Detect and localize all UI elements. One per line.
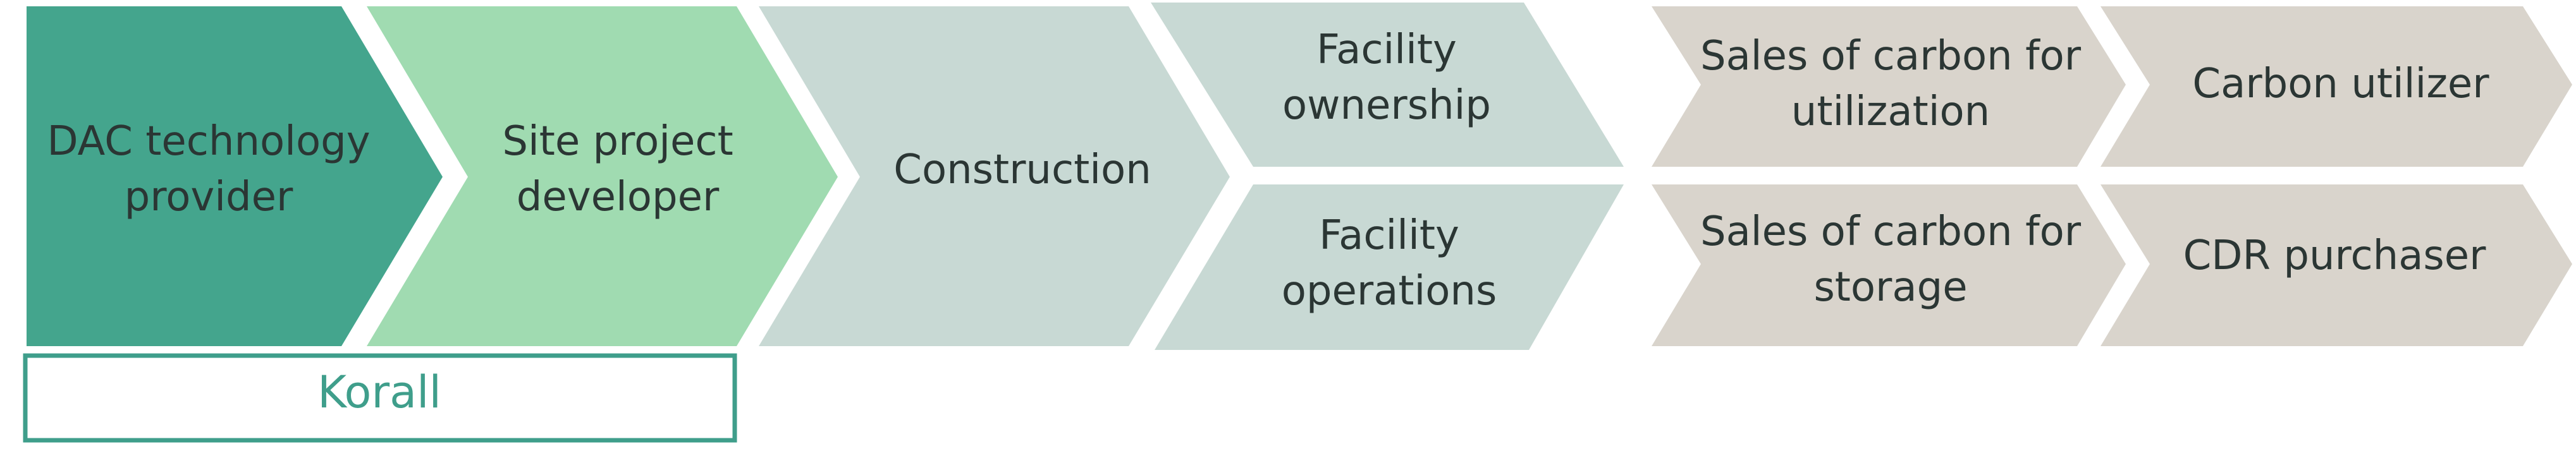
step-facility-ownership: Facility ownership: [1151, 3, 1624, 167]
dac-chevron: [27, 6, 443, 346]
sales-utilization-chevron: [1652, 6, 2126, 167]
korall-bracket: Korall: [23, 353, 737, 443]
ownership-label-line1: Facility: [1316, 27, 1457, 73]
cdr-purchaser-chevron: [2101, 184, 2572, 346]
step-sales-carbon-storage: Sales of carbon for storage: [1652, 184, 2126, 346]
korall-box: [23, 353, 737, 443]
ownership-label-line2: ownership: [1282, 82, 1491, 129]
korall-label: Korall: [317, 366, 441, 418]
site-label-line2: developer: [517, 174, 720, 220]
sales-utilization-label-line1: Sales of carbon for: [1700, 33, 2082, 80]
step-sales-carbon-utilization: Sales of carbon for utilization: [1652, 6, 2126, 167]
ownership-shape: [1151, 3, 1624, 167]
construction-chevron: [759, 6, 1230, 346]
sales-utilization-label-line2: utilization: [1791, 88, 1990, 135]
construction-label: Construction: [893, 147, 1151, 193]
operations-label-line1: Facility: [1319, 212, 1459, 259]
site-chevron: [367, 6, 838, 346]
sales-storage-chevron: [1652, 184, 2126, 346]
step-facility-operations: Facility operations: [1155, 184, 1624, 350]
sales-storage-label-line2: storage: [1813, 264, 1967, 311]
step-construction: Construction: [759, 6, 1230, 346]
operations-shape: [1155, 184, 1624, 350]
step-carbon-utilizer: Carbon utilizer: [2101, 6, 2572, 167]
dac-label-line2: provider: [125, 174, 293, 220]
sales-storage-label-line1: Sales of carbon for: [1700, 208, 2082, 255]
carbon-utilizer-label: Carbon utilizer: [2192, 61, 2489, 107]
cdr-purchaser-label: CDR purchaser: [2183, 232, 2487, 279]
dac-label-line1: DAC technology: [47, 118, 370, 165]
step-site-project-developer: Site project developer: [367, 6, 838, 346]
step-cdr-purchaser: CDR purchaser: [2101, 184, 2572, 346]
carbon-utilizer-chevron: [2101, 6, 2572, 167]
step-dac-technology-provider: DAC technology provider: [27, 6, 443, 346]
site-label-line1: Site project: [502, 118, 733, 165]
operations-label-line2: operations: [1282, 268, 1497, 315]
